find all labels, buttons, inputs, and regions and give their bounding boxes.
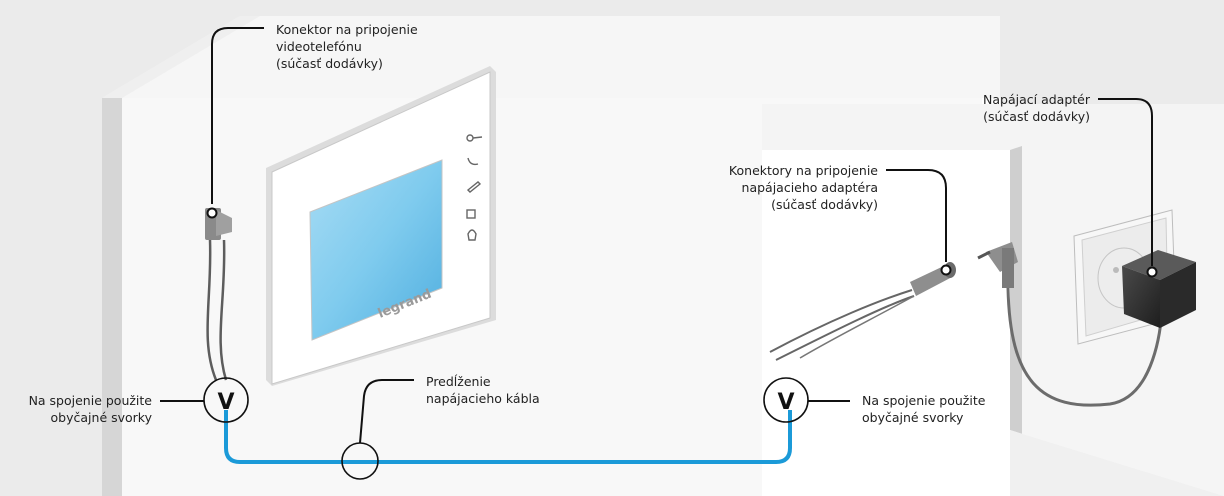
power-adapter-label: Napájací adaptér (súčasť dodávky) [983, 92, 1090, 124]
key-icon [466, 134, 483, 142]
connector-dots [206, 207, 1158, 278]
cable-extension-label: Predĺženie napájacieho kábla [426, 374, 540, 406]
monitor-connector-label: Konektor na pripojenie videotelefónu (sú… [276, 22, 418, 71]
right-junction-mark: V [777, 390, 794, 415]
power-adapter-box [1122, 250, 1196, 328]
extension-cable [224, 410, 792, 464]
left-terminals-label: Na spojenie použite obyčajné svorky [28, 393, 152, 425]
adapter-connector-male [977, 242, 1018, 288]
right-terminals-label: Na spojenie použite obyčajné svorky [862, 393, 986, 425]
bell-icon [467, 229, 477, 241]
monitor-cable [205, 208, 232, 381]
leader-adapter-connectors [886, 169, 947, 262]
camera-icon [466, 209, 476, 219]
leader-lines [160, 27, 1153, 444]
left-junction-mark: V [217, 390, 234, 415]
videophone [266, 66, 496, 386]
videophone-buttons [466, 134, 483, 241]
leader-monitor-connector [211, 27, 264, 204]
handset-icon [467, 157, 479, 166]
leader-extension [359, 379, 414, 444]
pencil-icon [466, 181, 482, 193]
videophone-screen [309, 159, 443, 341]
adapter-connectors-label: Konektory na pripojenie napájacieho adap… [728, 163, 878, 212]
leader-power-adapter [1098, 98, 1153, 266]
